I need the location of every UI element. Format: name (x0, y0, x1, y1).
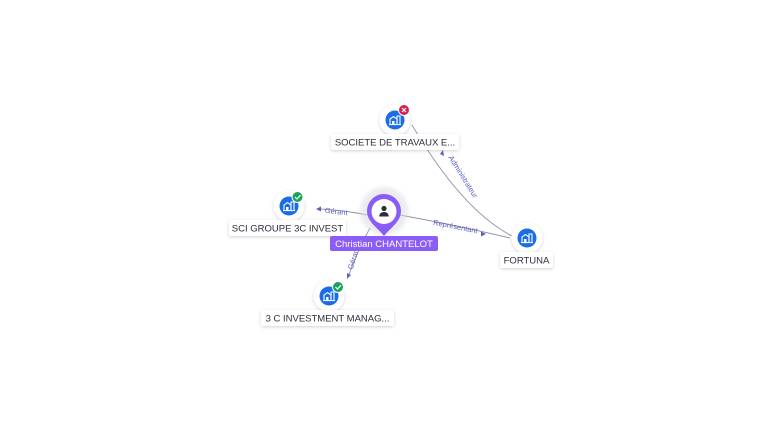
company-node-fortuna[interactable]: FORTUNA (500, 222, 553, 269)
building-icon (521, 233, 533, 244)
status-badge-closed (398, 104, 410, 116)
person-name: Christian CHANTELOT (335, 239, 433, 250)
node-icon-bg (517, 228, 537, 248)
node-label: FORTUNA (500, 252, 553, 268)
company-node-societe-de-travaux[interactable]: SOCIETE DE TRAVAUX E... (331, 104, 459, 151)
edge-arrowhead (347, 273, 351, 279)
node-label: 3 C INVESTMENT MANAG... (261, 310, 394, 326)
x-icon (401, 107, 407, 113)
edge-arrowhead (316, 206, 321, 212)
building-icon (389, 115, 401, 126)
building-icon (283, 201, 295, 212)
company-name: SCI GROUPE 3C INVEST (232, 224, 344, 235)
person-label: Christian CHANTELOT (330, 236, 438, 251)
check-icon (335, 284, 342, 290)
node-label: SOCIETE DE TRAVAUX E... (331, 134, 459, 150)
edge-gerant-3c-investment: Gérant (346, 227, 371, 279)
company-name: 3 C INVESTMENT MANAG... (266, 314, 390, 325)
edge-label-gerant-sci: Gérant (324, 206, 349, 217)
node-label: SCI GROUPE 3C INVEST (229, 220, 346, 236)
edge-label-representant: Représentant (433, 218, 480, 236)
edge-label-administrateur: Administrateur (446, 154, 480, 200)
person-node-center[interactable]: Christian CHANTELOT (330, 187, 438, 251)
edge-arrowhead (440, 150, 444, 156)
edge-line (347, 227, 371, 278)
status-badge-active (332, 281, 344, 293)
check-icon (294, 194, 301, 200)
person-icon (379, 205, 389, 217)
company-node-3c-investment[interactable]: 3 C INVESTMENT MANAG... (261, 280, 394, 327)
company-name: SOCIETE DE TRAVAUX E... (335, 138, 455, 149)
edge-line (399, 214, 511, 239)
edge-representant-fortuna: Représentant (399, 214, 511, 239)
edge-arrowhead (481, 231, 486, 237)
company-name: FORTUNA (504, 256, 550, 267)
person-icon-bg (371, 199, 397, 224)
status-badge-active (291, 191, 304, 203)
building-icon (323, 291, 335, 302)
company-node-sci-groupe-3c-invest[interactable]: SCI GROUPE 3C INVEST (229, 190, 346, 237)
